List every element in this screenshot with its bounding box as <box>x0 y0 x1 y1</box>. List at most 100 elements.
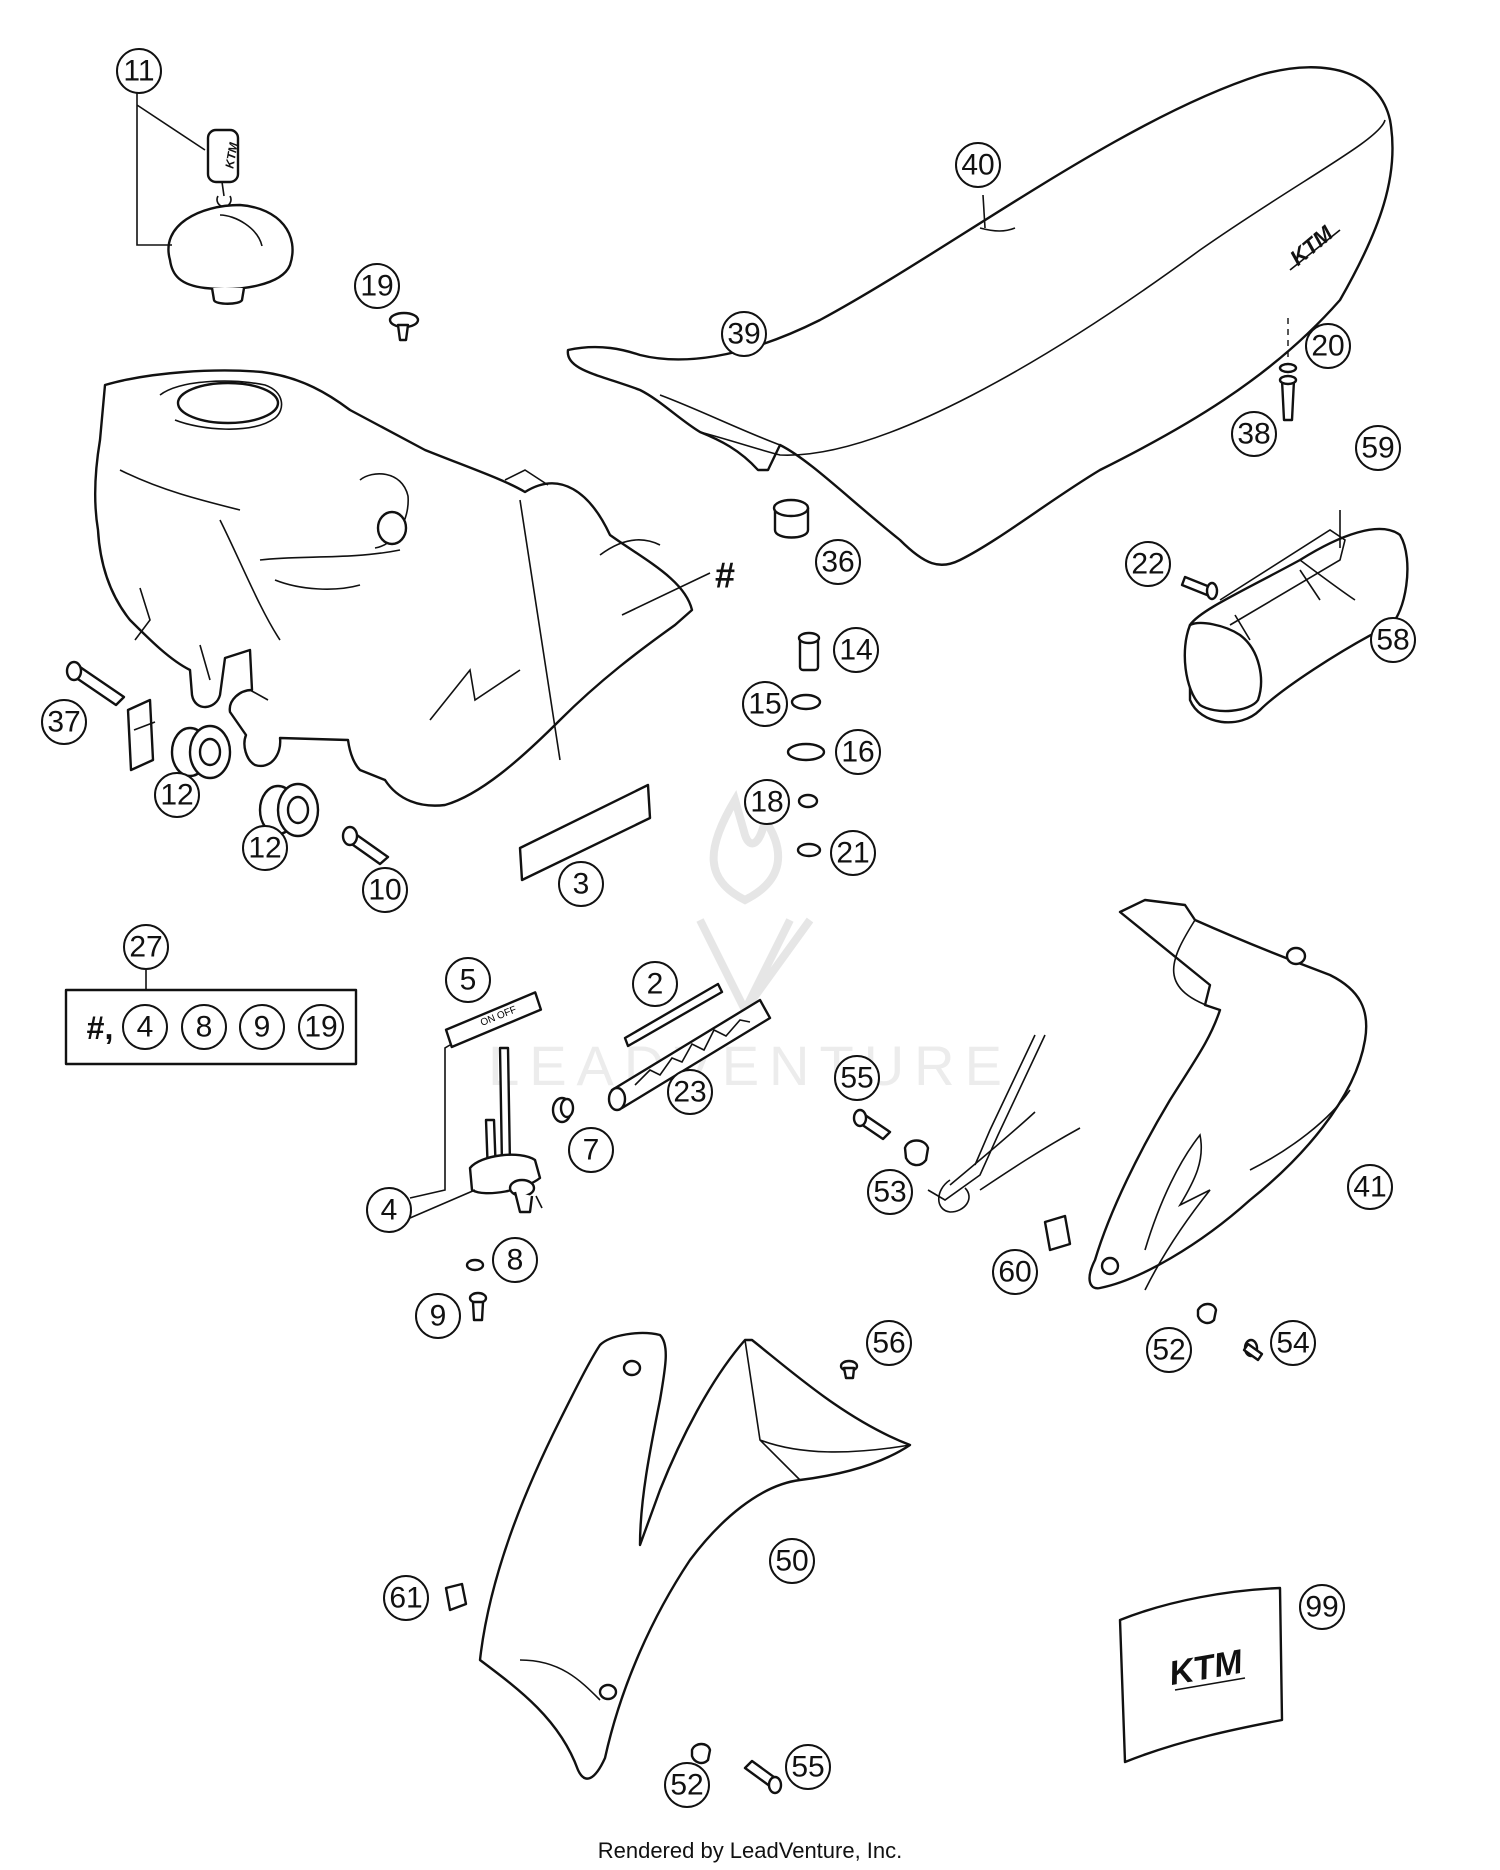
svg-text:56: 56 <box>872 1327 905 1360</box>
svg-text:15: 15 <box>748 688 781 721</box>
callout-22: 22 <box>1125 541 1171 587</box>
bolt-55b <box>743 1759 783 1795</box>
screw-22 <box>1180 575 1219 601</box>
callout-18: 18 <box>744 779 790 825</box>
callouts: 11 19 40 39 20 38 59 36 22 58 14 15 16 1… <box>41 48 1416 1808</box>
callout-2: 2 <box>632 961 678 1007</box>
kit-item-4: 4 <box>122 1004 168 1050</box>
callout-9: 9 <box>415 1293 461 1339</box>
callout-39: 39 <box>721 311 767 357</box>
svg-text:23: 23 <box>673 1076 706 1109</box>
svg-text:8: 8 <box>196 1011 213 1044</box>
frame-outline <box>927 1034 1081 1213</box>
nut-52b <box>690 1742 712 1765</box>
side-cover-left <box>478 1331 912 1780</box>
svg-text:55: 55 <box>791 1751 824 1784</box>
svg-text:53: 53 <box>873 1176 906 1209</box>
svg-text:19: 19 <box>304 1011 337 1044</box>
svg-text:18: 18 <box>750 786 783 819</box>
callout-54: 54 <box>1270 1320 1316 1366</box>
svg-text:9: 9 <box>254 1011 271 1044</box>
tool-bag <box>1183 510 1409 724</box>
svg-text:38: 38 <box>1237 418 1270 451</box>
svg-text:60: 60 <box>998 1256 1031 1289</box>
callout-27: 27 <box>123 924 169 970</box>
washer-16 <box>786 742 826 762</box>
svg-text:19: 19 <box>360 270 393 303</box>
callout-21: 21 <box>830 830 876 876</box>
bracket-plate <box>126 698 156 772</box>
callout-99: 99 <box>1299 1584 1345 1630</box>
ktm-decal: KTM <box>1118 1586 1284 1764</box>
seat: KTM <box>566 66 1394 567</box>
callout-10: 10 <box>362 867 408 913</box>
svg-text:99: 99 <box>1305 1591 1338 1624</box>
callout-19: 19 <box>354 263 400 309</box>
callout-53: 53 <box>867 1169 913 1215</box>
callout-55b: 55 <box>785 1744 831 1790</box>
callout-23: 23 <box>667 1069 713 1115</box>
fuel-hose <box>607 998 772 1112</box>
screw-56 <box>839 1359 859 1380</box>
callout-61: 61 <box>383 1575 429 1621</box>
kit-box-prefix: #, <box>87 1010 114 1046</box>
spring <box>623 982 724 1048</box>
svg-text:8: 8 <box>507 1244 524 1277</box>
callout-12a: 12 <box>154 772 200 818</box>
screw-9 <box>468 1291 488 1322</box>
callout-14: 14 <box>833 627 879 673</box>
callout-38: 38 <box>1231 411 1277 457</box>
svg-text:12: 12 <box>248 832 281 865</box>
callout-12b: 12 <box>242 825 288 871</box>
watermark-text: LEADVENTURE <box>488 1034 1012 1097</box>
callout-50: 50 <box>769 1538 815 1584</box>
kit-item-8: 8 <box>181 1004 227 1050</box>
kit-box: #, 4 8 9 19 <box>64 970 358 1066</box>
svg-text:9: 9 <box>430 1300 447 1333</box>
nut-53 <box>903 1139 930 1167</box>
kit-item-19: 19 <box>298 1004 344 1050</box>
callout-15: 15 <box>742 681 788 727</box>
svg-text:16: 16 <box>841 736 874 769</box>
svg-text:7: 7 <box>583 1134 600 1167</box>
clip-60 <box>1043 1214 1072 1252</box>
bolt-14 <box>797 631 821 672</box>
bolt-10 <box>341 825 390 866</box>
svg-text:59: 59 <box>1361 432 1394 465</box>
callout-11: 11 <box>116 48 162 94</box>
svg-text:61: 61 <box>389 1582 422 1615</box>
svg-text:10: 10 <box>368 874 401 907</box>
callout-59: 59 <box>1355 425 1401 471</box>
svg-text:22: 22 <box>1131 548 1164 581</box>
fuel-tank <box>93 369 694 807</box>
decal-strip <box>518 783 652 882</box>
svg-text:58: 58 <box>1376 624 1409 657</box>
nut-8 <box>465 1258 485 1272</box>
fuel-tap <box>468 1046 543 1214</box>
bolt-55a <box>852 1108 892 1141</box>
washer-21 <box>796 842 822 858</box>
callout-5: 5 <box>445 957 491 1003</box>
callout-55a: 55 <box>834 1055 880 1101</box>
svg-text:KTM: KTM <box>222 140 240 169</box>
svg-text:4: 4 <box>381 1194 398 1227</box>
nut-61 <box>444 1582 468 1612</box>
callout-3: 3 <box>558 861 604 907</box>
svg-text:12: 12 <box>160 779 193 812</box>
fuel-tap-label: ON OFF <box>444 991 543 1049</box>
bolt-54 <box>1242 1338 1264 1362</box>
tank-hash-label: # <box>715 555 735 596</box>
callout-37: 37 <box>41 699 87 745</box>
nut-52a <box>1196 1302 1218 1325</box>
svg-text:21: 21 <box>836 837 869 870</box>
screw-19 <box>388 311 420 342</box>
callout-36: 36 <box>815 539 861 585</box>
seat-bumper <box>772 498 810 539</box>
svg-text:4: 4 <box>137 1011 154 1044</box>
callout-20: 20 <box>1305 323 1351 369</box>
callout-58: 58 <box>1370 617 1416 663</box>
bolt-38 <box>1278 318 1298 422</box>
callout-52a: 52 <box>1146 1327 1192 1373</box>
grommet-12a <box>170 724 232 780</box>
